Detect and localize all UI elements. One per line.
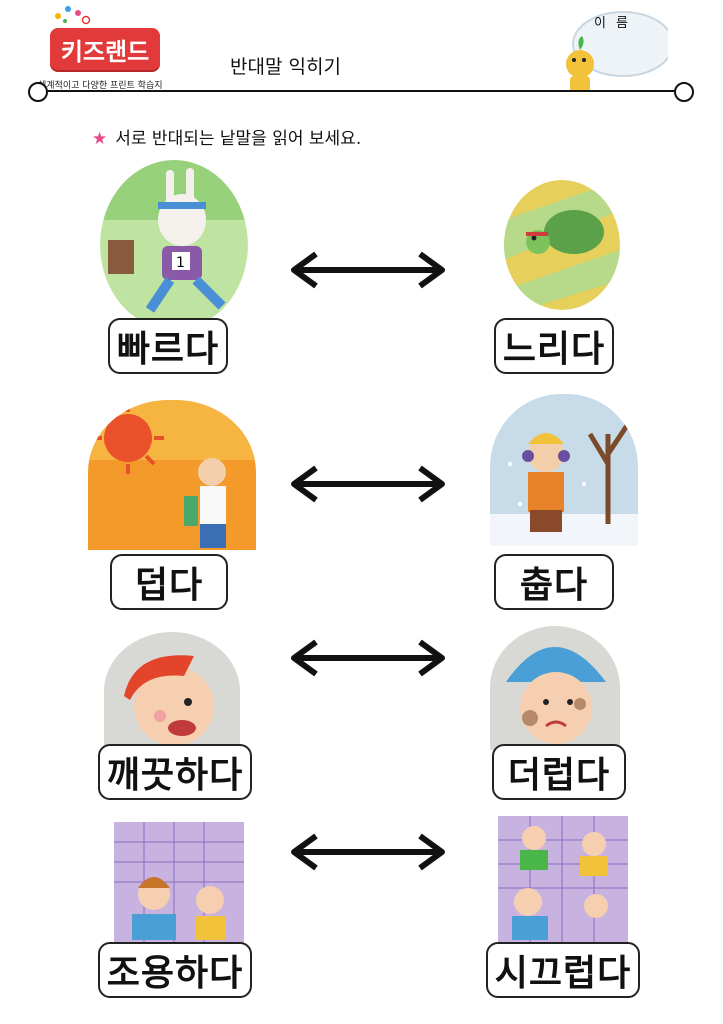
- name-bubble-icon: [566, 11, 668, 92]
- double-arrow-icon: [291, 639, 445, 677]
- rabbit-runner-illustration: 1: [100, 160, 248, 330]
- noisy-kids-illustration: [498, 816, 628, 944]
- word-hot: 덥다: [110, 554, 228, 610]
- sparkle-icon: [55, 6, 91, 25]
- header-divider: [38, 90, 684, 92]
- ring-left-icon: [28, 82, 48, 102]
- instruction: ★ 서로 반대되는 낱말을 읽어 보세요.: [92, 124, 361, 149]
- ring-right-icon: [674, 82, 694, 102]
- word-noisy: 시끄럽다: [486, 942, 640, 998]
- double-arrow-icon: [291, 833, 445, 871]
- double-arrow-icon: [291, 465, 445, 503]
- word-dirty: 더럽다: [492, 744, 626, 800]
- sun-heat-illustration: [88, 400, 256, 550]
- brand-logo: 키즈랜드: [50, 28, 160, 70]
- word-quiet: 조용하다: [98, 942, 252, 998]
- instruction-text: 서로 반대되는 낱말을 읽어 보세요.: [115, 129, 362, 149]
- quiet-reading-illustration: [114, 822, 244, 944]
- turtle-illustration: [504, 180, 620, 310]
- word-fast: 빠르다: [108, 318, 228, 374]
- svg-text:1: 1: [176, 255, 185, 271]
- clean-girl-illustration: [104, 632, 240, 750]
- dirty-boy-illustration: [490, 626, 620, 750]
- brand-tagline: 체계적이고 다양한 프린트 학습지: [38, 81, 163, 91]
- page-title: 반대말 익히기: [230, 56, 341, 78]
- word-cold: 춥다: [494, 554, 614, 610]
- word-clean: 깨끗하다: [98, 744, 252, 800]
- name-label: 이름: [594, 16, 638, 31]
- star-icon: ★: [92, 129, 108, 149]
- word-slow: 느리다: [494, 318, 614, 374]
- snow-cold-illustration: [490, 394, 638, 546]
- double-arrow-icon: [291, 251, 445, 289]
